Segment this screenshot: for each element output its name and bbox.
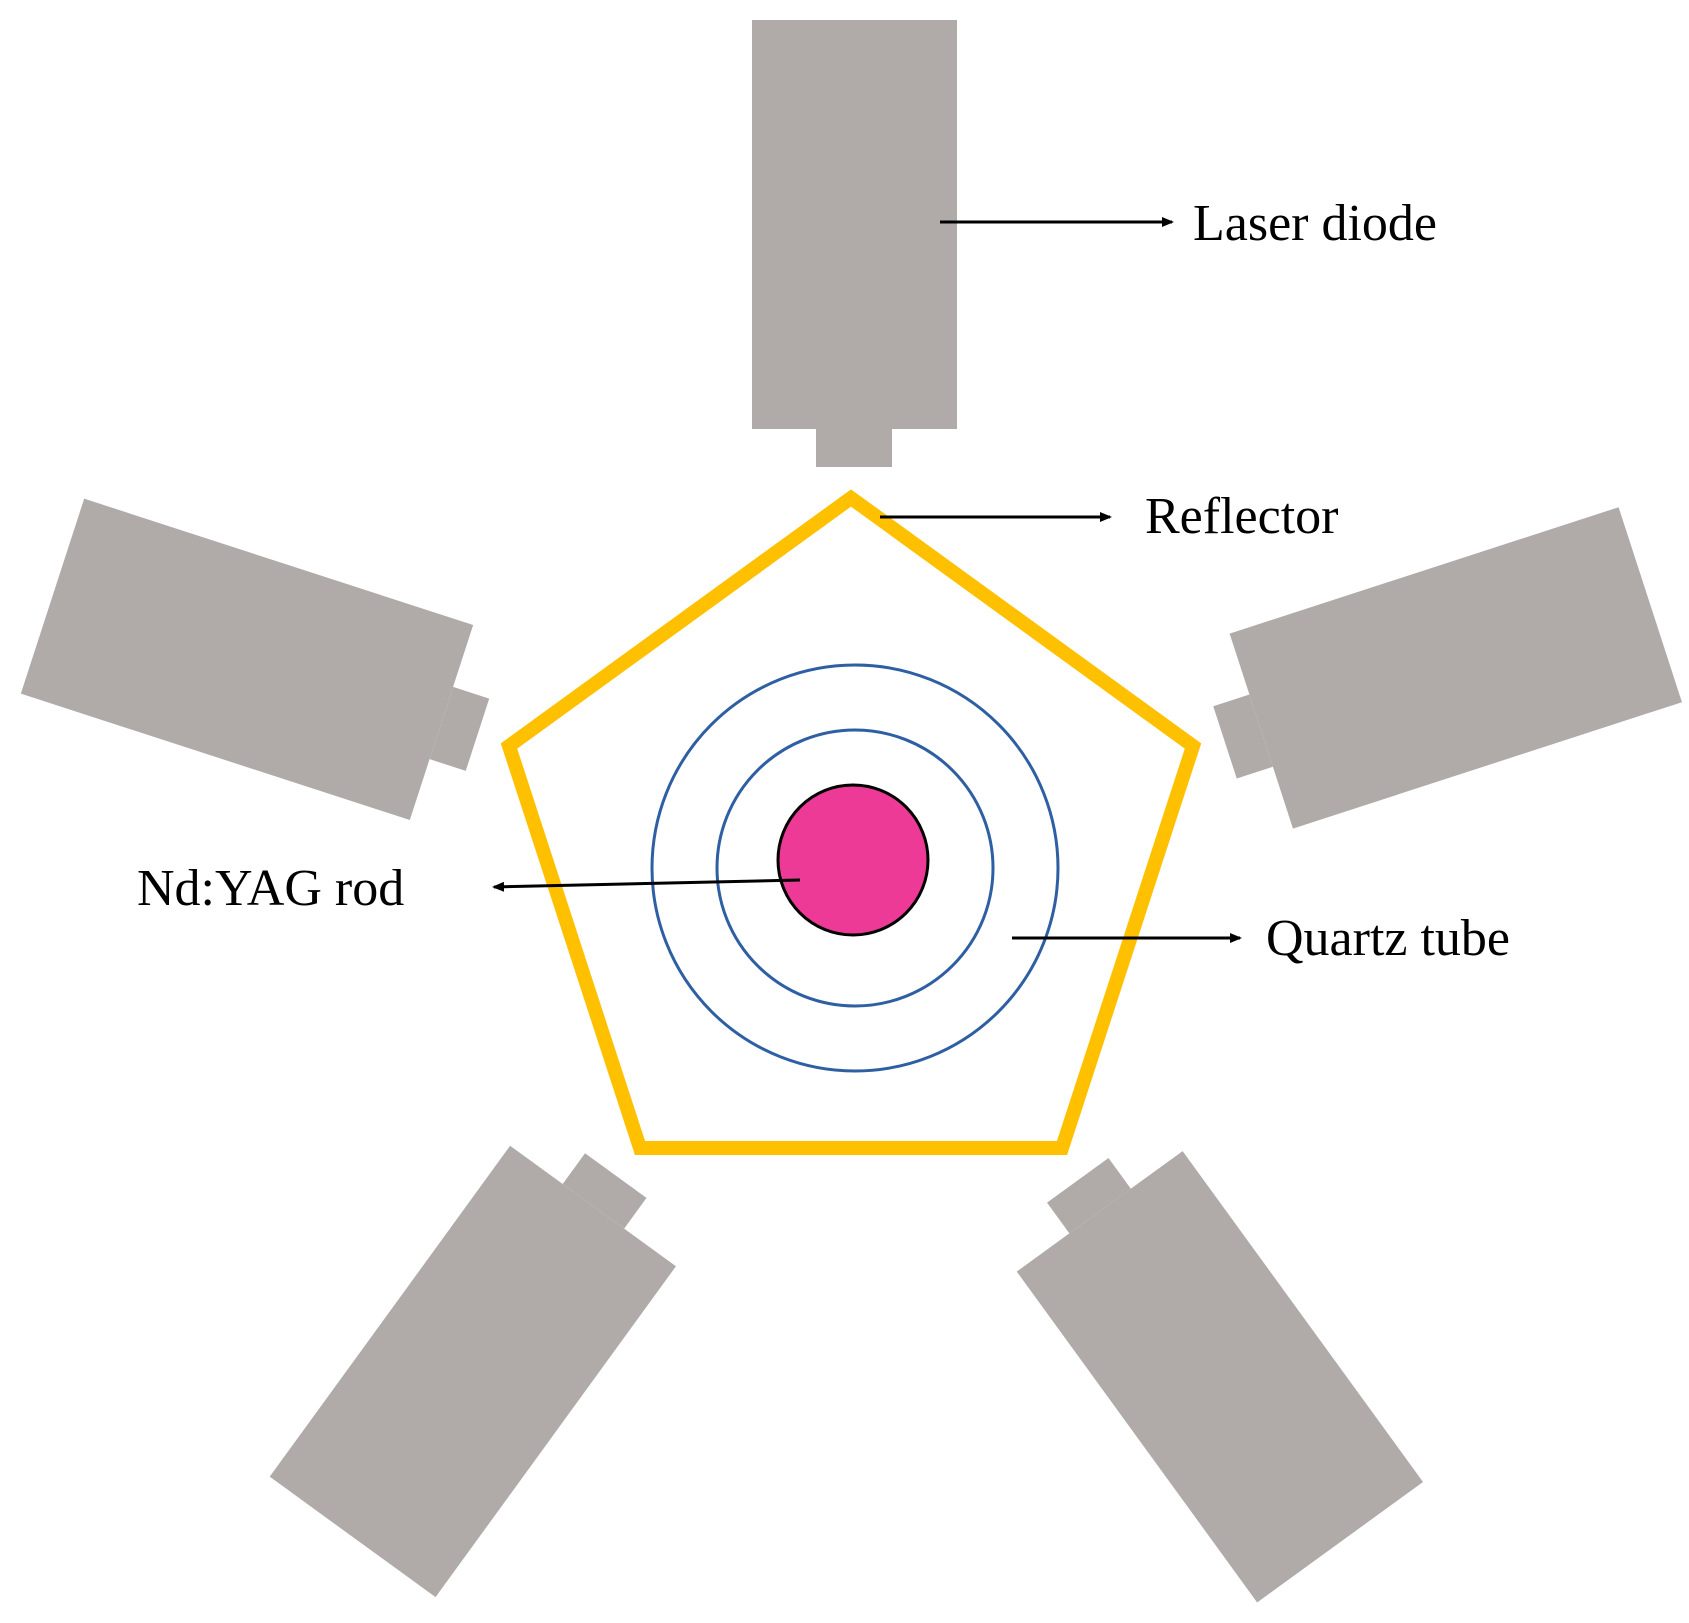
quartz-tube-label: Quartz tube	[1266, 910, 1510, 967]
laser-diode-left	[20, 498, 490, 821]
diode-body	[752, 20, 957, 429]
nd-yag-rod-label: Nd:YAG rod	[137, 860, 404, 917]
laser-diode-bottom-right	[1016, 1151, 1424, 1603]
nd-yag-rod	[776, 783, 930, 937]
diode-body	[1016, 1151, 1424, 1603]
laser-diode-bottom-left	[269, 1145, 676, 1598]
diode-emitter	[1213, 694, 1273, 779]
laser-diode-label: Laser diode	[1193, 195, 1437, 252]
diode-emitter	[562, 1153, 647, 1229]
diode-body	[20, 498, 474, 821]
laser-diode-top	[752, 20, 957, 467]
diode-body	[269, 1145, 676, 1598]
laser-diode-right	[1213, 507, 1682, 829]
reflector-pentagon	[500, 489, 1202, 1155]
reflector-label: Reflector	[1145, 488, 1338, 545]
diode-emitter	[429, 686, 490, 771]
quartz-tube-outer-ring	[650, 663, 1060, 1073]
rod-arrow	[492, 878, 801, 892]
laser-diodes	[20, 20, 1682, 1603]
quartz-tube-inner-ring	[715, 728, 995, 1008]
diode-emitter	[1047, 1157, 1131, 1234]
diode-body	[1229, 507, 1682, 829]
diode-emitter	[816, 429, 892, 467]
